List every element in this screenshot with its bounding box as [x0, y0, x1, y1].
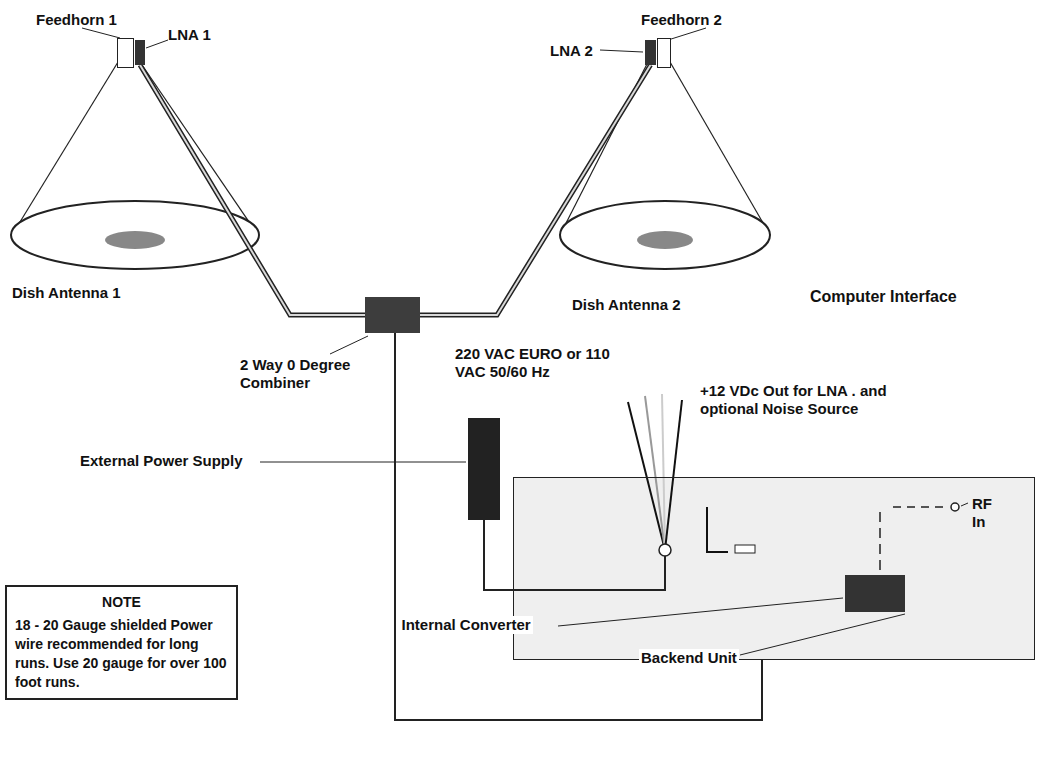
cable	[484, 520, 513, 590]
text-label: Computer Interface	[810, 288, 957, 306]
backend-fill	[513, 477, 1035, 660]
leader-line	[260, 462, 466, 463]
text-label: Dish Antenna 1	[12, 284, 121, 302]
note-body: 18 - 20 Gauge shielded Power wire recomm…	[15, 616, 228, 692]
leader-line	[740, 614, 905, 655]
text-label: Dish Antenna 2	[572, 296, 681, 314]
dish-hub	[637, 231, 693, 249]
dc-wire	[628, 402, 665, 550]
callout-label: Feedhorn 1	[36, 11, 117, 29]
note-box: NOTE 18 - 20 Gauge shielded Power wire re…	[5, 585, 238, 700]
leader-line	[600, 50, 643, 52]
leader-line	[330, 336, 368, 354]
power-connector	[659, 544, 671, 556]
dish-hub	[105, 231, 165, 249]
feedhorn: Feedhorn 2	[657, 38, 671, 68]
rf-wire	[879, 512, 881, 572]
power-wire	[513, 556, 665, 590]
callout-label: LNA 1	[168, 26, 211, 44]
rf-connector	[951, 503, 959, 511]
text-label: 220 VAC EURO or 110 VAC 50/60 Hz	[455, 345, 620, 381]
backend-unit: Backend UnitInternal Converter	[513, 477, 1035, 660]
bracket	[707, 507, 728, 552]
rf-wire	[893, 506, 948, 508]
combiner-box: 2 Way 0 Degree Combiner	[365, 297, 420, 333]
dish-antenna	[560, 201, 770, 269]
coax-cable	[420, 65, 651, 315]
coax-cable-outline	[140, 65, 365, 315]
text-label: RF In	[972, 495, 1002, 531]
dc-wire	[665, 400, 682, 550]
switch	[735, 545, 755, 553]
callout-label: Backend Unit	[639, 649, 739, 667]
callout-label: External Power Supply	[80, 452, 243, 470]
leader-line	[668, 28, 706, 40]
leader-line	[558, 598, 843, 626]
coax-cable	[140, 65, 365, 315]
note-heading: NOTE	[15, 593, 228, 612]
dc-wire	[662, 394, 665, 550]
dish-antenna	[11, 201, 259, 269]
converter-box: Internal Converter	[845, 575, 905, 612]
callout-label: Feedhorn 2	[641, 11, 722, 29]
callout-label: 2 Way 0 Degree Combiner	[240, 356, 375, 392]
lna-box: LNA 1	[135, 40, 145, 65]
coax-cable-outline	[420, 65, 651, 315]
callout-label: Internal Converter	[400, 616, 533, 634]
feedhorn: Feedhorn 1	[117, 38, 134, 68]
lna-box: LNA 2	[645, 40, 656, 65]
callout-label: LNA 2	[550, 42, 593, 60]
leader-line	[961, 503, 968, 506]
text-label: +12 VDc Out for LNA . and optional Noise…	[700, 382, 930, 418]
leader-line	[82, 28, 120, 38]
leader-line	[146, 40, 168, 48]
power-supply-box: External Power Supply	[468, 418, 500, 520]
